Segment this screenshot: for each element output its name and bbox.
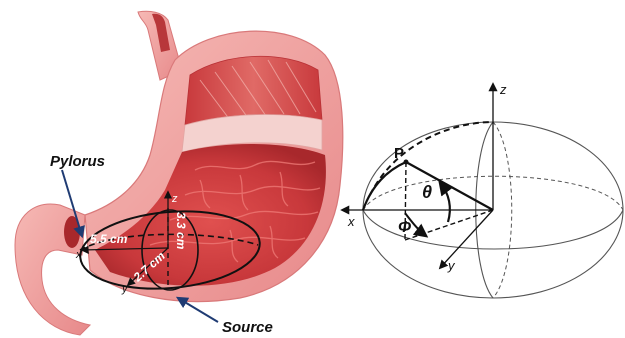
dim-height-label: 3.3 cm bbox=[174, 212, 188, 250]
ellipsoid-diagram: z x y P θ Φ bbox=[342, 82, 623, 298]
phi-label: Φ bbox=[398, 219, 411, 236]
theta-label: θ bbox=[422, 182, 432, 202]
dim-long-label: 5.5 cm bbox=[90, 232, 128, 246]
stomach-axis-x: x bbox=[75, 249, 82, 261]
meridian-front bbox=[493, 122, 512, 298]
stomach-axis-z: z bbox=[171, 193, 178, 205]
ellipsoid-axis-x: x bbox=[347, 214, 355, 229]
theta-arc bbox=[440, 182, 450, 222]
ellipsoid-axis-y: y bbox=[447, 258, 456, 273]
point-p bbox=[404, 160, 409, 165]
source-label: Source bbox=[222, 319, 273, 336]
stomach-illustration: Pylorus Source 5.5 cm 3.3 cm 2.7 cm z x … bbox=[15, 11, 343, 336]
pylorus-label: Pylorus bbox=[50, 153, 105, 170]
ellipsoid-axis-z: z bbox=[499, 82, 507, 97]
point-p-label: P bbox=[394, 145, 404, 162]
